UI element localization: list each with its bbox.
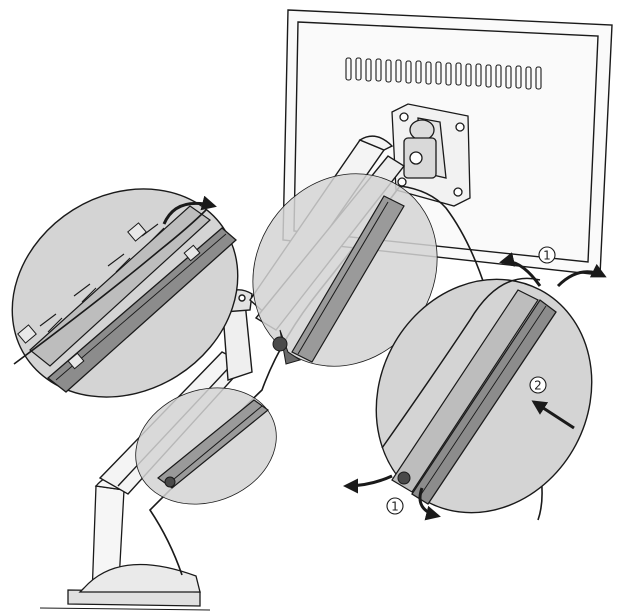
callout-step-2-label: 2 [534,379,542,393]
vesa-plate [391,103,471,207]
monitor-vents [345,57,542,90]
callout-step-2: 2 [529,376,547,394]
callout-step-1-bottom-label: 1 [391,500,399,514]
upper-arm-highlight [252,173,438,367]
zoomed-cover-removal-detail [343,252,607,521]
callout-step-1-top: 1 [538,246,556,264]
lower-arm-highlight [135,387,277,505]
desk-clamp-base [39,474,211,611]
callout-step-1-top-label: 1 [543,249,551,263]
callout-step-1-bottom: 1 [386,497,404,515]
zoomed-cable-channel-detail [11,188,239,398]
